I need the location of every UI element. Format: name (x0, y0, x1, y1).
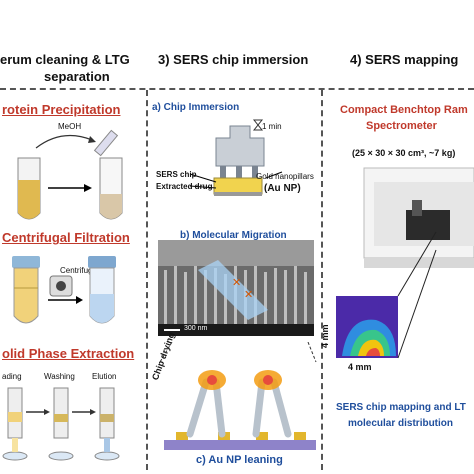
chip-immersion-illustration (189, 119, 283, 196)
precipitation-illustration (17, 129, 123, 220)
chip-immersion-title: a) Chip Immersion (152, 102, 240, 113)
molecular-migration-title: b) Molecular Migration (180, 230, 287, 241)
header-divider (0, 88, 474, 90)
au-np-leaning-title: c) Au NP leaning (196, 454, 283, 466)
sem-image: ✕ ✕ (158, 240, 314, 336)
centrifugation-label: Centrifugation (60, 266, 110, 275)
au-np-label: (Au NP) (264, 183, 301, 194)
au-np-leaning-illustration (160, 342, 317, 450)
solid-phase-extraction-title: olid Phase Extraction (2, 346, 135, 361)
immersion-time-label: 1 min (262, 122, 282, 131)
separator-left (146, 90, 148, 470)
map-x-axis-label: 4 mm (348, 362, 372, 372)
svg-text:✕: ✕ (244, 288, 253, 301)
spectrometer-title-line1: Compact Benchtop Ram (340, 104, 468, 116)
svg-text:✕: ✕ (232, 276, 241, 289)
loading-label: ading (2, 372, 22, 381)
washing-label: Washing (44, 372, 75, 381)
sers-chip-label: SERS chip (156, 170, 197, 179)
extracted-drug-label: Extracted drug (156, 182, 213, 191)
protein-precipitation-title: rotein Precipitation (2, 102, 121, 117)
col2-header-line1: erum cleaning & LTG (0, 52, 130, 67)
separator-right (321, 90, 323, 470)
col3-header: 3) SERS chip immersion (158, 52, 309, 67)
meoh-label: MeOH (58, 122, 82, 131)
centrifugal-filtration-title: Centrifugal Filtration (2, 230, 130, 245)
spectrometer-dimensions: (25 × 30 × 30 cm³, ~7 kg) (352, 148, 456, 158)
spectrometer-title-line2: Spectrometer (366, 120, 437, 132)
mapping-caption-line2: molecular distribution (348, 418, 454, 429)
spectrometer-device (363, 167, 474, 268)
gold-nanopillars-label: Gold nanopillars (256, 172, 314, 181)
spe-illustration (2, 387, 120, 461)
mapping-caption-line1: SERS chip mapping and LT (336, 402, 466, 413)
sers-map (336, 296, 398, 358)
map-zoom-lines (397, 231, 437, 359)
scale-bar-label: 300 nm (184, 325, 208, 332)
elution-label: Elution (92, 372, 117, 381)
centrifuge-illustration (12, 256, 116, 324)
col2-header-line2: separation (44, 69, 110, 84)
col4-header: 4) SERS mapping (350, 52, 459, 67)
map-y-axis-label: 4 mm (320, 324, 330, 348)
